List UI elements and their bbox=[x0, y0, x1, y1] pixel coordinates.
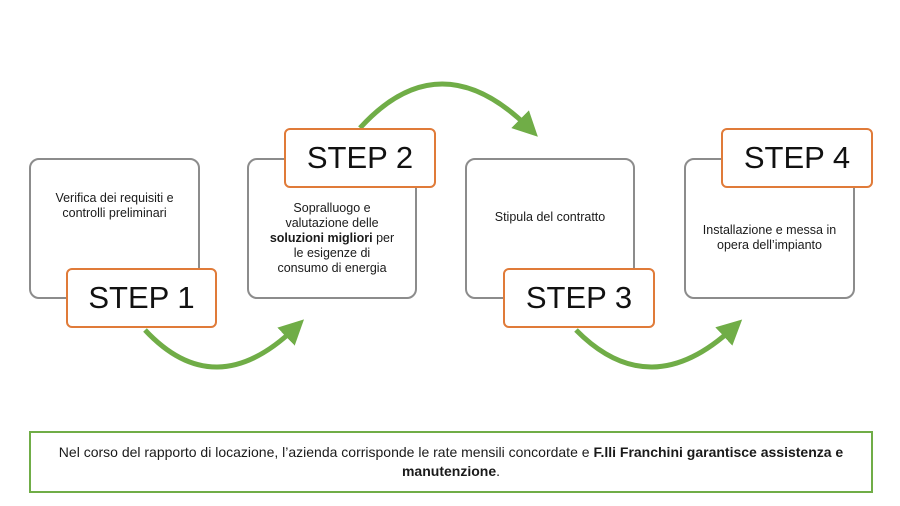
step-2-desc-line-2: valutazione delle bbox=[285, 216, 379, 230]
footer-text-end: . bbox=[496, 463, 500, 479]
step-2-label: STEP 2 bbox=[284, 128, 436, 188]
step-1-desc-line-1: Verifica dei requisiti e bbox=[55, 191, 174, 205]
arrow-step3-to-step4 bbox=[574, 319, 743, 370]
step-2-desc-line-3: soluzioni migliori per bbox=[249, 231, 415, 246]
footer-text-main: Nel corso del rapporto di locazione, l’a… bbox=[58, 444, 590, 460]
step-4-desc-line-2: opera dell’impianto bbox=[717, 238, 822, 252]
arrow-step1-to-step2 bbox=[143, 319, 305, 370]
step-2-desc-line-1: Sopralluogo e bbox=[293, 201, 371, 215]
step-1-desc-line-2: controlli preliminari bbox=[62, 206, 167, 220]
footer-note: Nel corso del rapporto di locazione, l’a… bbox=[29, 431, 873, 493]
arrow-step2-to-step3 bbox=[358, 81, 538, 137]
footer-text-bold: F.lli Franchini garantisce assistenza e … bbox=[401, 444, 844, 479]
step-2-desc-bold: soluzioni migliori bbox=[269, 231, 373, 245]
step-4-label: STEP 4 bbox=[721, 128, 873, 188]
step-1-label: STEP 1 bbox=[66, 268, 217, 328]
step-2-desc-line-3-rest: per bbox=[376, 231, 395, 245]
step-4-desc-line-1: Installazione e messa in bbox=[702, 223, 837, 237]
step-3-desc-line-1: Stipula del contratto bbox=[494, 210, 606, 224]
footer-text: Nel corso del rapporto di locazione, l’a… bbox=[39, 443, 863, 481]
step-3-label: STEP 3 bbox=[503, 268, 655, 328]
step-2-desc-line-5: consumo di energia bbox=[277, 261, 387, 275]
step-2-desc-line-4: le esigenze di bbox=[293, 246, 371, 260]
